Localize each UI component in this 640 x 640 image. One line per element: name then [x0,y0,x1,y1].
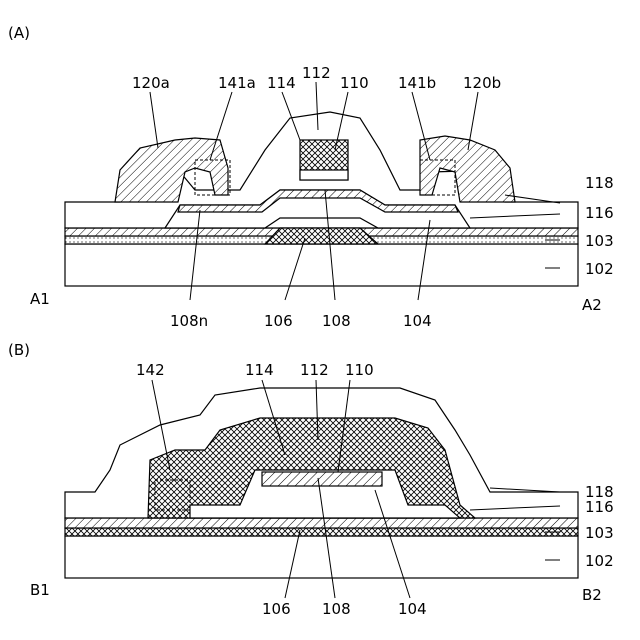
label-104: 104 [403,312,432,330]
label-103: 103 [585,232,614,250]
label-110: 110 [340,74,369,92]
label-106-b: 106 [262,600,291,618]
label-141a: 141a [218,74,256,92]
label-a1: A1 [30,290,50,308]
panel-a-title: (A) [8,24,30,42]
label-112: 112 [302,64,331,82]
label-102-b: 102 [585,552,614,570]
label-103-b: 103 [585,524,614,542]
label-106: 106 [264,312,293,330]
label-104-b: 104 [398,600,427,618]
label-116: 116 [585,204,614,222]
insulator-103-b [65,528,578,536]
label-114-b: 114 [245,361,274,379]
label-142: 142 [136,361,165,379]
substrate-102 [65,244,578,286]
gate-106 [265,228,378,244]
insulator-110-b [262,472,382,486]
layer-116-b [65,518,578,528]
label-114: 114 [267,74,296,92]
label-b1: B1 [30,581,50,599]
label-118: 118 [585,174,614,192]
label-112-b: 112 [300,361,329,379]
label-116-b: 116 [585,498,614,516]
label-a2: A2 [582,296,602,314]
panel-a: (A) [8,24,614,330]
panel-b-title: (B) [8,341,30,359]
label-120a: 120a [132,74,170,92]
label-102: 102 [585,260,614,278]
label-108: 108 [322,312,351,330]
label-b2: B2 [582,586,602,604]
insulator-110 [300,170,348,180]
label-141b: 141b [398,74,436,92]
substrate-102-b [65,536,578,578]
label-108n: 108n [170,312,208,330]
label-110-b: 110 [345,361,374,379]
label-108-b: 108 [322,600,351,618]
label-120b: 120b [463,74,501,92]
panel-b: (B) 142 114 112 110 118 [8,341,614,618]
